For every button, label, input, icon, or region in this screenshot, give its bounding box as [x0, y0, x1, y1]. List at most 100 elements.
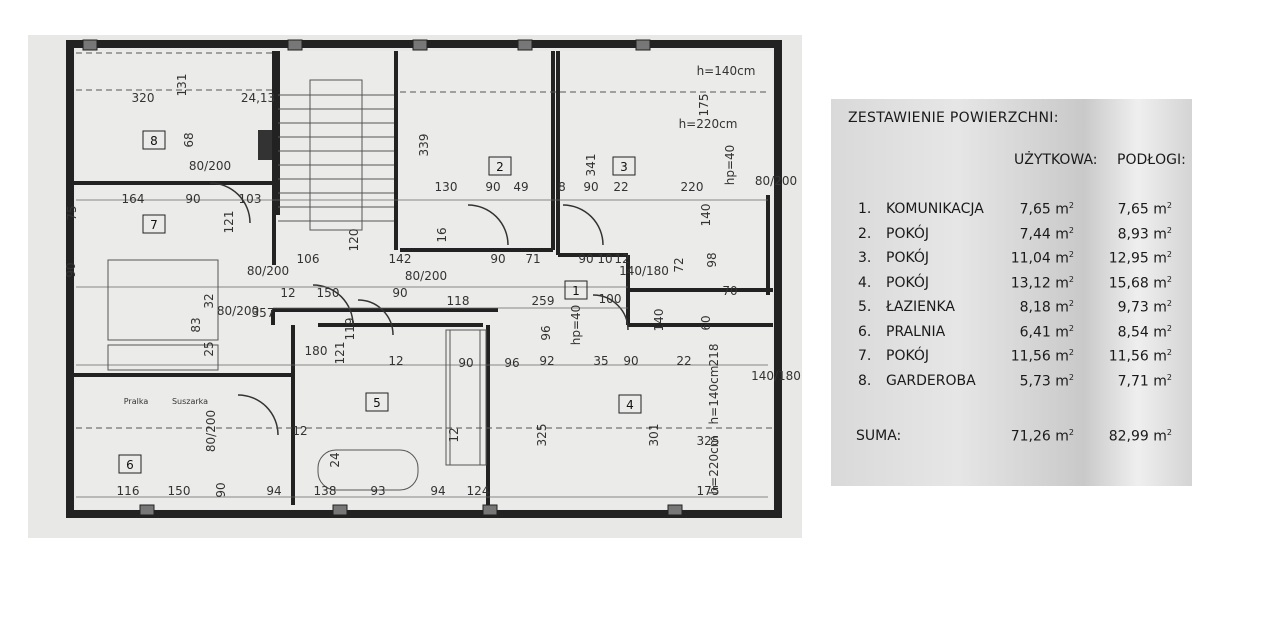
dimension-label: 90	[583, 180, 598, 194]
dimension-label: 90	[64, 262, 78, 277]
column-header-usable: UŻYTKOWA:	[1014, 152, 1098, 168]
dimension-label: 180	[305, 344, 328, 358]
unit: m	[1055, 428, 1069, 445]
dimension-label: 325	[535, 424, 549, 447]
dimension-label: 12	[280, 286, 295, 300]
door-swing	[592, 294, 629, 331]
dimension-label: 131	[175, 74, 189, 97]
dimension-label: 341	[584, 154, 598, 177]
floor-cell: 12,95 m2	[1108, 250, 1172, 267]
dimension-label: 150	[168, 484, 191, 498]
dimension-label: 142	[389, 252, 412, 266]
row-number: 3.	[858, 250, 872, 266]
dimension-label: 140/180	[619, 264, 669, 278]
door-swing	[562, 204, 604, 246]
dimension-label: 90	[392, 286, 407, 300]
floor-area: 11,56	[1108, 348, 1149, 365]
column-header-floor: PODŁOGI:	[1117, 152, 1186, 168]
dimension-label: 259	[532, 294, 555, 308]
door-swing	[312, 284, 354, 326]
room-number-7: 7	[150, 218, 158, 232]
dimension-label: 96	[539, 325, 553, 340]
dimension-label: 10	[597, 252, 612, 266]
floor-area: 8,93	[1117, 226, 1149, 243]
dimension-label: 12	[447, 427, 461, 442]
summary-row: 5. ŁAZIENKA 8,18 m2 9,73 m2	[831, 299, 1192, 325]
row-number: 2.	[858, 225, 872, 242]
dimension-label: 100	[599, 292, 622, 306]
usable-area: 13,12	[1010, 275, 1051, 292]
dimension-label: 150	[317, 286, 340, 300]
dimension-label: 140	[699, 204, 713, 227]
dimension-label: 70	[722, 284, 737, 298]
room-label-box	[142, 214, 166, 234]
unit: m	[1055, 373, 1069, 390]
dimension-label: 80/200	[405, 269, 447, 283]
dimension-label: 140	[652, 309, 666, 332]
dimension-label: 218	[707, 344, 721, 367]
dimension-label: 80/200	[28, 35, 49, 38]
unit: m	[1153, 348, 1167, 365]
dimension-label: 12	[388, 354, 403, 368]
radiator	[258, 130, 272, 160]
dimension-label: 90	[490, 252, 505, 266]
dimension-label: 12	[292, 424, 307, 438]
usable-cell: 7,44 m2	[1019, 225, 1074, 243]
room-label-box	[118, 454, 142, 474]
dimension-label: 75	[65, 205, 79, 220]
shower-unit	[449, 329, 481, 466]
dimension-label: 118	[447, 294, 470, 308]
dimension-label: 357	[252, 306, 275, 320]
room-name: GARDEROBA	[886, 372, 976, 389]
usable-cell: 11,56 m2	[1010, 348, 1074, 365]
usable-cell: 7,65 m2	[1019, 201, 1074, 218]
tub	[317, 449, 419, 491]
unit: m	[1055, 348, 1069, 365]
dimension-label: h=220cm	[679, 117, 738, 131]
floor-cell: 15,68 m2	[1108, 274, 1172, 292]
usable-area: 8,18	[1019, 299, 1051, 316]
stair-outline	[309, 79, 363, 231]
window	[287, 39, 303, 51]
dimension-label: 90	[623, 354, 638, 368]
room-label-box	[142, 130, 166, 150]
floor-area: 9,73	[1117, 299, 1149, 316]
dimension-label: 16	[435, 227, 449, 242]
unit: m	[1055, 299, 1069, 316]
unit: m	[1153, 428, 1167, 445]
window	[635, 39, 651, 51]
dimension-label: 80/200	[204, 410, 218, 452]
room-name: ŁAZIENKA	[886, 299, 955, 315]
floor-cell: 7,71 m2	[1117, 372, 1172, 390]
summary-row: 8. GARDEROBA 5,73 m2 7,71 m2	[831, 373, 1192, 399]
room-number-6: 6	[126, 458, 134, 472]
unit: m	[1153, 250, 1167, 267]
row-number: 4.	[858, 274, 872, 291]
dimension-label: 119	[343, 318, 357, 341]
dimension-label: 60	[699, 315, 713, 330]
room-number-1: 1	[572, 284, 580, 298]
floor-cell: 9,73 m2	[1117, 299, 1172, 316]
dimension-label: 220	[681, 180, 704, 194]
dimension-label: 93	[370, 484, 385, 498]
dimension-label: 90	[214, 482, 228, 497]
floor-area: 7,71	[1117, 373, 1149, 390]
room-label-box	[612, 156, 636, 176]
dimension-label: 103	[239, 192, 262, 206]
room-name: POKÓJ	[886, 348, 930, 364]
summary-total-row: SUMA: 71,26 m2 82,99 m2	[831, 428, 1192, 454]
total-floor: 82,99	[1108, 428, 1149, 445]
dimension-label: 121	[222, 211, 236, 234]
floor-area: 7,65	[1117, 201, 1149, 218]
room-name: POKÓJ	[886, 225, 930, 242]
window	[139, 504, 155, 516]
dimension-label: 80/200	[217, 304, 259, 318]
summary-row: 1. KOMUNIKACJA 7,65 m2 7,65 m2	[831, 201, 1192, 227]
floor-cell: 7,65 m2	[1117, 201, 1172, 218]
dimension-label: 124	[467, 484, 490, 498]
summary-row: 4. POKÓJ 13,12 m2 15,68 m2	[831, 275, 1192, 301]
dimension-label: 90	[458, 356, 473, 370]
window	[667, 504, 683, 516]
